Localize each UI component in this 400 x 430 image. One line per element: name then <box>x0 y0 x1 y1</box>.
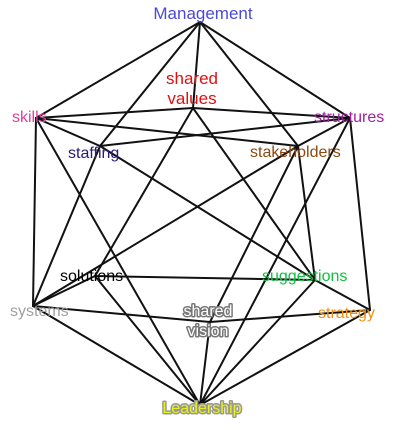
edge-ST-STR <box>349 117 371 311</box>
edge-M-SK <box>35 21 201 119</box>
edge-SY-L <box>32 305 201 406</box>
edge-SK-SV <box>35 107 194 119</box>
node-staffing: staffing <box>68 145 119 162</box>
node-structures: structures <box>314 109 384 126</box>
node-strategy: strategy <box>318 305 375 322</box>
node-shared-vision-line1: shared <box>184 303 233 320</box>
edge-SK-L <box>35 117 201 406</box>
edge-SK-SH <box>35 117 299 147</box>
edge-SK-SY <box>32 117 37 307</box>
node-shared-values-line1: shared <box>166 69 218 88</box>
edge-ST-SF <box>99 117 351 147</box>
edge-STR-L <box>199 309 371 406</box>
edge-SVI-L <box>199 321 211 406</box>
edge-STR-SVI <box>209 309 371 323</box>
edge-SV-SG <box>192 107 316 281</box>
edge-SV-SO <box>94 107 194 277</box>
edge-ST-SV <box>192 107 351 119</box>
node-suggestions: suggestions <box>262 268 347 285</box>
edge-SG-L <box>199 279 316 406</box>
edge-SO-SG <box>94 275 316 281</box>
node-systems: systems <box>10 303 69 320</box>
edge-SK-SF <box>35 117 101 147</box>
edge-SY-SO <box>32 275 96 307</box>
node-solutions: solutions <box>60 268 123 285</box>
node-skills: skills <box>12 109 47 126</box>
edge-M-SF <box>99 21 201 147</box>
edge-SH-SVI <box>209 145 299 323</box>
edge-ST-SH <box>297 117 351 147</box>
node-shared-vision-line2: vision <box>188 323 229 340</box>
edge-M-SV <box>192 21 201 109</box>
edge-M-ST <box>199 21 351 119</box>
edge-ST-L <box>199 117 351 406</box>
node-leadership: Leadership <box>162 400 241 417</box>
edge-SY-SVI <box>32 305 211 323</box>
edge-SF-SG <box>99 145 316 281</box>
node-management: Management <box>153 4 253 23</box>
node-stakeholders: stakeholders <box>250 144 341 161</box>
node-shared-values-line2: values <box>167 89 216 108</box>
edge-SO-L <box>94 275 201 406</box>
edge-STR-SG <box>314 279 371 311</box>
edge-SF-SY <box>32 145 101 307</box>
edge-SH-SY <box>32 145 299 307</box>
edge-SH-SG <box>297 145 316 281</box>
